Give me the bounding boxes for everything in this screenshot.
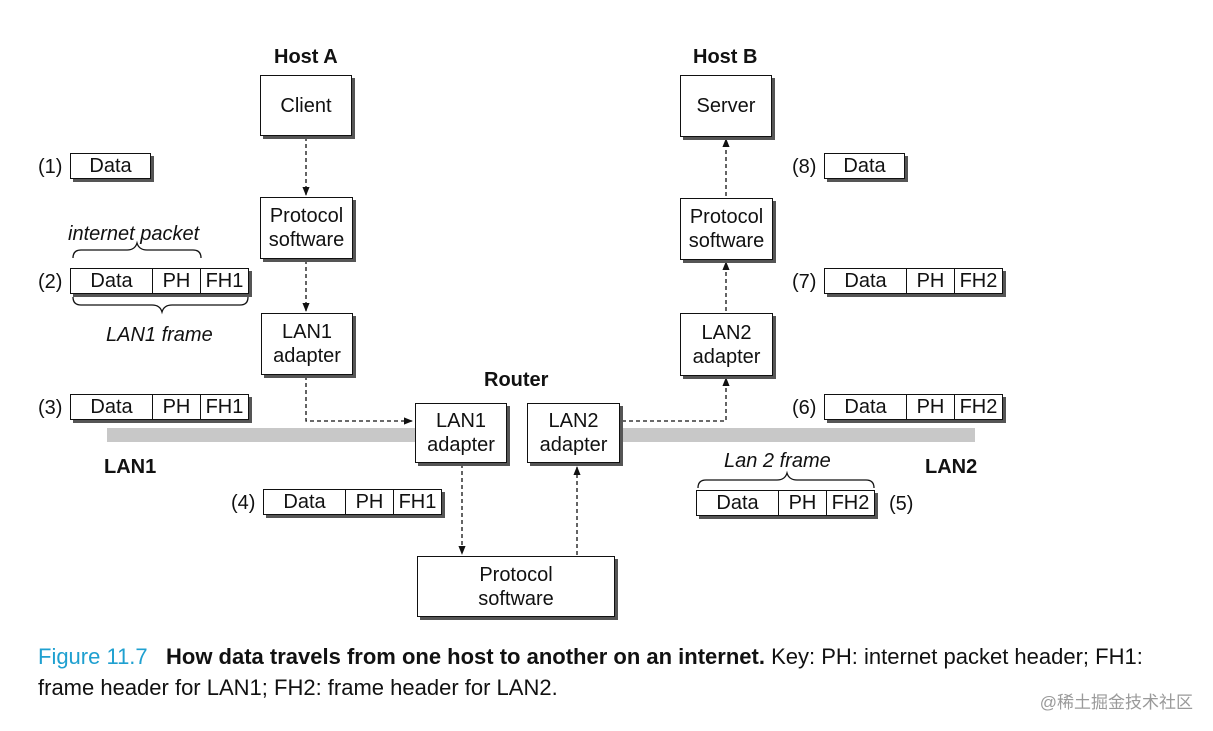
packet-6: Data PH FH2 [824, 394, 1003, 420]
packet-7: Data PH FH2 [824, 268, 1003, 294]
router-protocol-line2: software [478, 587, 554, 610]
packet-cell-data: Data [825, 395, 907, 419]
lan1-bar [107, 428, 417, 442]
packet-cell-data: Data [71, 395, 153, 419]
packet-3: Data PH FH1 [70, 394, 249, 420]
packet-cell-ph: PH [153, 395, 201, 419]
protocol-a-line2: software [268, 229, 345, 251]
brace-internet-packet [72, 240, 202, 259]
lan2-label: LAN2 [925, 456, 978, 478]
packet-cell-data: Data [843, 154, 886, 177]
lan1-label: LAN1 [104, 456, 157, 478]
packet-cell-data: Data [264, 490, 346, 514]
internet-packet-annotation: internet packet [68, 223, 200, 245]
protocol-b-line1: Protocol [689, 206, 764, 228]
adapter-a-line2: adapter [273, 345, 341, 367]
packet-cell-ph: PH [153, 269, 201, 293]
step-2-label: (2) [38, 271, 63, 293]
brace-lan2-frame [697, 470, 875, 489]
figure-caption: Figure 11.7 How data travels from one ho… [38, 641, 1198, 703]
step-6-label: (6) [792, 397, 817, 419]
packet-4: Data PH FH1 [263, 489, 442, 515]
protocol-software-b-box: Protocol software [680, 198, 773, 260]
packet-cell-fh: FH2 [959, 269, 998, 292]
packet-cell-fh: FH1 [398, 490, 437, 513]
packet-cell-ph: PH [346, 490, 394, 514]
caption-title: How data travels from one host to anothe… [166, 644, 765, 669]
step-4-label: (4) [231, 492, 256, 514]
caption-figure-number: Figure 11.7 [38, 644, 148, 669]
packet-cell-ph: PH [779, 491, 827, 515]
host-b-title: Host B [693, 46, 758, 68]
step-8-label: (8) [792, 156, 817, 178]
packet-1: Data [70, 153, 151, 179]
server-label: Server [696, 95, 756, 117]
router-lan2-adapter-box: LAN2 adapter [527, 403, 620, 463]
packet-cell-data: Data [697, 491, 779, 515]
router-lan1-line2: adapter [427, 434, 495, 456]
router-lan2-line1: LAN2 [548, 410, 599, 432]
packet-cell-fh: FH2 [831, 491, 870, 514]
caption-key: Key: PH: internet packet header; FH1: fr… [38, 644, 1143, 700]
brace-lan1-frame [72, 296, 249, 315]
host-a-title: Host A [274, 46, 338, 68]
lan2-adapter-b-box: LAN2 adapter [680, 313, 773, 376]
packet-2: Data PH FH1 [70, 268, 249, 294]
step-5-label: (5) [889, 493, 914, 515]
adapter-a-line1: LAN1 [281, 321, 333, 343]
packet-cell-fh: FH1 [205, 395, 244, 418]
packet-cell-fh: FH1 [205, 269, 244, 292]
packet-cell-fh: FH2 [959, 395, 998, 418]
protocol-a-line1: Protocol [269, 205, 344, 227]
router-lan2-line2: adapter [539, 434, 608, 456]
packet-5: Data PH FH2 [696, 490, 875, 516]
lan2-bar [620, 428, 975, 442]
packet-cell-data: Data [71, 269, 153, 293]
router-lan1-line1: LAN1 [435, 410, 487, 432]
packet-cell-ph: PH [907, 269, 955, 293]
router-title: Router [484, 369, 549, 391]
arrow-router-lan2-to-adapter-b [622, 377, 730, 422]
lan2-frame-annotation: Lan 2 frame [724, 450, 831, 472]
lan1-adapter-a-box: LAN1 adapter [261, 313, 353, 375]
protocol-b-line2: software [688, 230, 765, 252]
packet-cell-data: Data [89, 154, 132, 177]
client-label: Client [280, 94, 332, 117]
lan1-frame-annotation: LAN1 frame [106, 324, 213, 346]
step-1-label: (1) [38, 156, 63, 178]
step-7-label: (7) [792, 271, 817, 293]
step-3-label: (3) [38, 397, 63, 419]
router-lan1-adapter-box: LAN1 adapter [415, 403, 507, 463]
client-box: Client [260, 75, 352, 136]
server-box: Server [680, 75, 772, 137]
adapter-b-line1: LAN2 [701, 321, 752, 344]
adapter-b-line2: adapter [692, 345, 761, 368]
router-protocol-software-box: Protocol software [417, 556, 615, 617]
packet-cell-data: Data [825, 269, 907, 293]
arrow-adapter-a-to-router-lan1 [305, 376, 413, 425]
router-protocol-line1: Protocol [479, 563, 553, 586]
packet-cell-ph: PH [907, 395, 955, 419]
packet-8: Data [824, 153, 905, 179]
watermark: @稀土掘金技术社区 [1039, 693, 1193, 712]
protocol-software-a-box: Protocol software [260, 197, 353, 259]
